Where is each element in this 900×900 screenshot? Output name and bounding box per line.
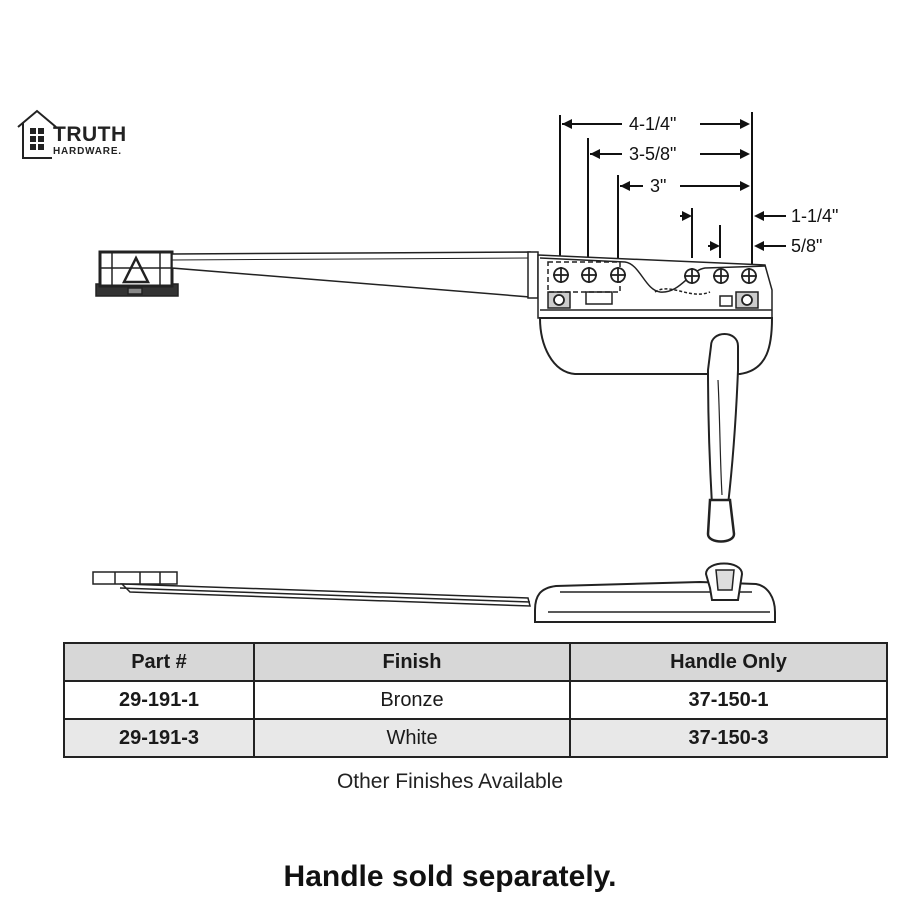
dimension-1-1-4: 1-1/4" xyxy=(788,206,842,226)
handle-cell: 37-150-3 xyxy=(569,718,888,758)
dimension-3: 3" xyxy=(647,176,670,196)
house-icon xyxy=(17,109,57,159)
brand-subname: HARDWARE. xyxy=(53,146,122,157)
finishes-note: Other Finishes Available xyxy=(336,770,564,793)
part-number-cell: 29-191-3 xyxy=(63,718,255,758)
finish-cell: Bronze xyxy=(253,680,571,720)
part-number-cell: 29-191-1 xyxy=(63,680,255,720)
table-row: 29-191-3 White 37-150-3 xyxy=(63,718,888,758)
header-handle-only: Handle Only xyxy=(569,642,888,682)
dimension-4-1-4: 4-1/4" xyxy=(626,114,680,134)
dimension-3-5-8: 3-5/8" xyxy=(626,144,680,164)
part-table: Part # Finish Handle Only 29-191-1 Bronz… xyxy=(63,642,888,758)
finish-cell: White xyxy=(253,718,571,758)
header-part: Part # xyxy=(63,642,255,682)
operator-top-view xyxy=(95,250,774,543)
handle-note: Handle sold separately. xyxy=(283,860,617,893)
brand-name: TRUTH xyxy=(53,123,127,146)
dimension-lines xyxy=(559,112,786,268)
table-row: 29-191-1 Bronze 37-150-1 xyxy=(63,680,888,720)
window-grid-icon xyxy=(30,128,44,150)
handle-cell: 37-150-1 xyxy=(569,680,888,720)
header-finish: Finish xyxy=(253,642,571,682)
dimension-5-8: 5/8" xyxy=(788,236,826,256)
truth-hardware-logo xyxy=(17,109,57,159)
operator-side-view xyxy=(92,562,776,623)
table-header-row: Part # Finish Handle Only xyxy=(63,642,888,682)
